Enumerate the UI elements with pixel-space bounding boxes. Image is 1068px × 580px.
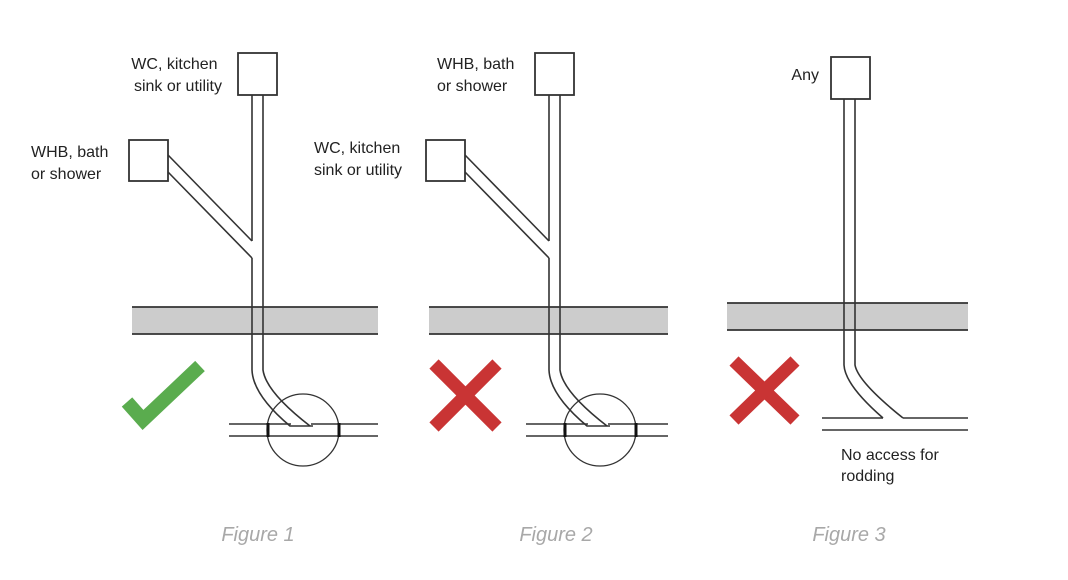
figure-3: Any No access for rodding Figure 3 — [727, 56, 968, 546]
top-appliance-box — [830, 56, 871, 100]
branch-pipe — [167, 154, 253, 259]
top-appliance-box — [237, 52, 278, 96]
top-appliance-box — [534, 52, 575, 96]
branch-appliance-label: WHB, bath or shower — [31, 144, 113, 183]
figure-caption: Figure 1 — [221, 524, 294, 546]
branch-appliance-box — [128, 139, 169, 182]
access-fitting — [266, 393, 340, 467]
top-appliance-label: Any — [791, 67, 819, 84]
figure-caption: Figure 2 — [519, 524, 592, 546]
cross-icon — [729, 356, 800, 425]
drain-pipe — [822, 417, 968, 431]
no-access-note: No access for rodding — [841, 447, 943, 485]
stack-pipe — [843, 99, 904, 419]
drain-pipe — [229, 423, 378, 437]
branch-pipe — [464, 154, 550, 259]
branch-appliance-box — [425, 139, 466, 182]
figure-1: WC, kitchen sink or utility WHB, bath or… — [31, 52, 378, 546]
cross-icon — [429, 359, 502, 432]
figure-caption: Figure 3 — [812, 524, 885, 546]
checkmark-icon — [121, 360, 205, 431]
top-appliance-label: WC, kitchen sink or utility — [131, 56, 222, 95]
figure-2: WHB, bath or shower WC, kitchen sink or … — [314, 52, 668, 546]
drain-pipe — [526, 423, 668, 437]
floor-slab — [727, 302, 968, 331]
access-fitting — [563, 393, 637, 467]
branch-appliance-label: WC, kitchen sink or utility — [314, 140, 405, 179]
stack-pipe — [548, 95, 610, 427]
stack-pipe — [251, 95, 313, 427]
top-appliance-label: WHB, bath or shower — [437, 56, 519, 95]
floor-slab — [132, 306, 378, 335]
